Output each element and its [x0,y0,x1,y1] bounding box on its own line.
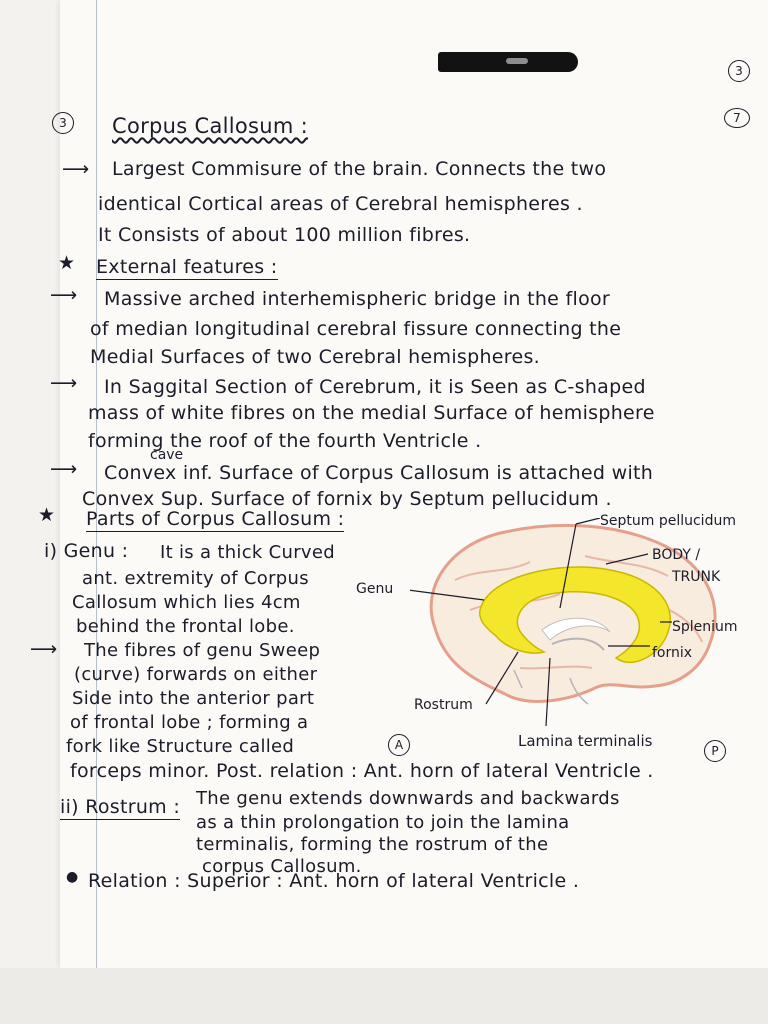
bullet-icon: ● [66,869,79,885]
heading-number: 3 [52,112,74,134]
diagram-label-splenium: Splenium [672,619,738,635]
rostrum-line: terminalis, forming the rostrum of the [196,834,549,855]
diagram-label-trunk: TRUNK [672,569,721,585]
diagram-label-fornix: fornix [652,645,693,661]
genu-label: i) Genu : [44,540,129,562]
rostrum-line: corpus Callosum. [202,856,362,877]
corpus-callosum-diagram [410,518,717,727]
septum-region [541,617,611,641]
external-line: Medial Surfaces of two Cerebral hemisphe… [90,346,541,368]
rostrum-label: ii) Rostrum : [60,796,181,820]
diagram-label-lamina: Lamina terminalis [518,732,653,750]
margin-line [96,0,97,968]
genu-line: (curve) forwards on either [74,664,318,685]
external-line: Convex inf. Surface of Corpus Callosum i… [104,462,654,484]
intro-line: identical Cortical areas of Cerebral hem… [98,193,583,215]
intro-line: It Consists of about 100 million fibres. [98,224,471,246]
external-line: In Saggital Section of Cerebrum, it is S… [104,376,646,398]
pointer-line [605,553,649,565]
forceps-line: forceps minor. Post. relation : Ant. hor… [70,760,654,782]
brainstem-lines [513,669,589,705]
genu-line: The fibres of genu Sweep [84,640,321,661]
arrow-icon: ⟶ [50,372,78,394]
section-heading-parts: Parts of Corpus Callosum : [86,508,345,532]
pointer-line [410,589,485,601]
star-icon: ★ [58,252,76,274]
section-heading-external: External features : [96,256,278,280]
fornix-shape [551,637,605,651]
diagram-label-body: BODY / [652,547,701,563]
page-number-top: 3 [728,60,750,82]
rostrum-line: The genu extends downwards and backwards [196,788,620,809]
corpus-callosum-shape [478,566,671,664]
pointer-line [545,657,551,727]
genu-line: behind the frontal lobe. [76,616,295,637]
intro-line: Largest Commisure of the brain. Connects… [112,158,607,180]
pointer-line [575,518,601,525]
cave-note: cave [150,447,184,463]
genu-line: Callosum which lies 4cm [72,592,301,613]
rostrum-line: as a thin prolongation to join the lamin… [196,812,570,833]
diagram-label-genu: Genu [356,581,394,597]
pointer-line [485,651,519,705]
genu-line: of frontal lobe ; forming a [70,712,309,733]
circled-a: A [388,734,410,756]
star-icon: ★ [38,504,56,526]
genu-line: Side into the anterior part [72,688,315,709]
pointer-line [559,523,577,609]
external-line: mass of white fibres on the medial Surfa… [88,402,655,424]
arrow-icon: ⟶ [50,458,78,480]
arrow-icon: ⟶ [50,284,78,306]
relation-line: Relation : Superior : Ant. horn of later… [88,870,580,892]
diagram-label-septum: Septum pellucidum [600,513,736,529]
diagram-label-rostrum: Rostrum [414,697,473,713]
background-surface [0,968,768,1024]
genu-line: It is a thick Curved [160,542,335,563]
external-line: of median longitudinal cerebral fissure … [90,318,622,340]
external-line: Massive arched interhemispheric bridge i… [104,288,611,310]
arrow-icon: ⟶ [30,638,58,660]
paper-sheet [60,0,768,968]
page-title: Corpus Callosum : [112,114,309,138]
external-line: Convex Sup. Surface of fornix by Septum … [82,488,612,510]
genu-line: fork like Structure called [66,736,295,757]
arrow-icon: ⟶ [62,158,90,180]
pen-object [438,52,578,72]
external-line: forming the roof of the fourth Ventricle… [88,430,482,452]
genu-line: ant. extremity of Corpus [82,568,309,589]
page-number-second: 7 [724,108,750,128]
circled-p: P [704,740,726,762]
